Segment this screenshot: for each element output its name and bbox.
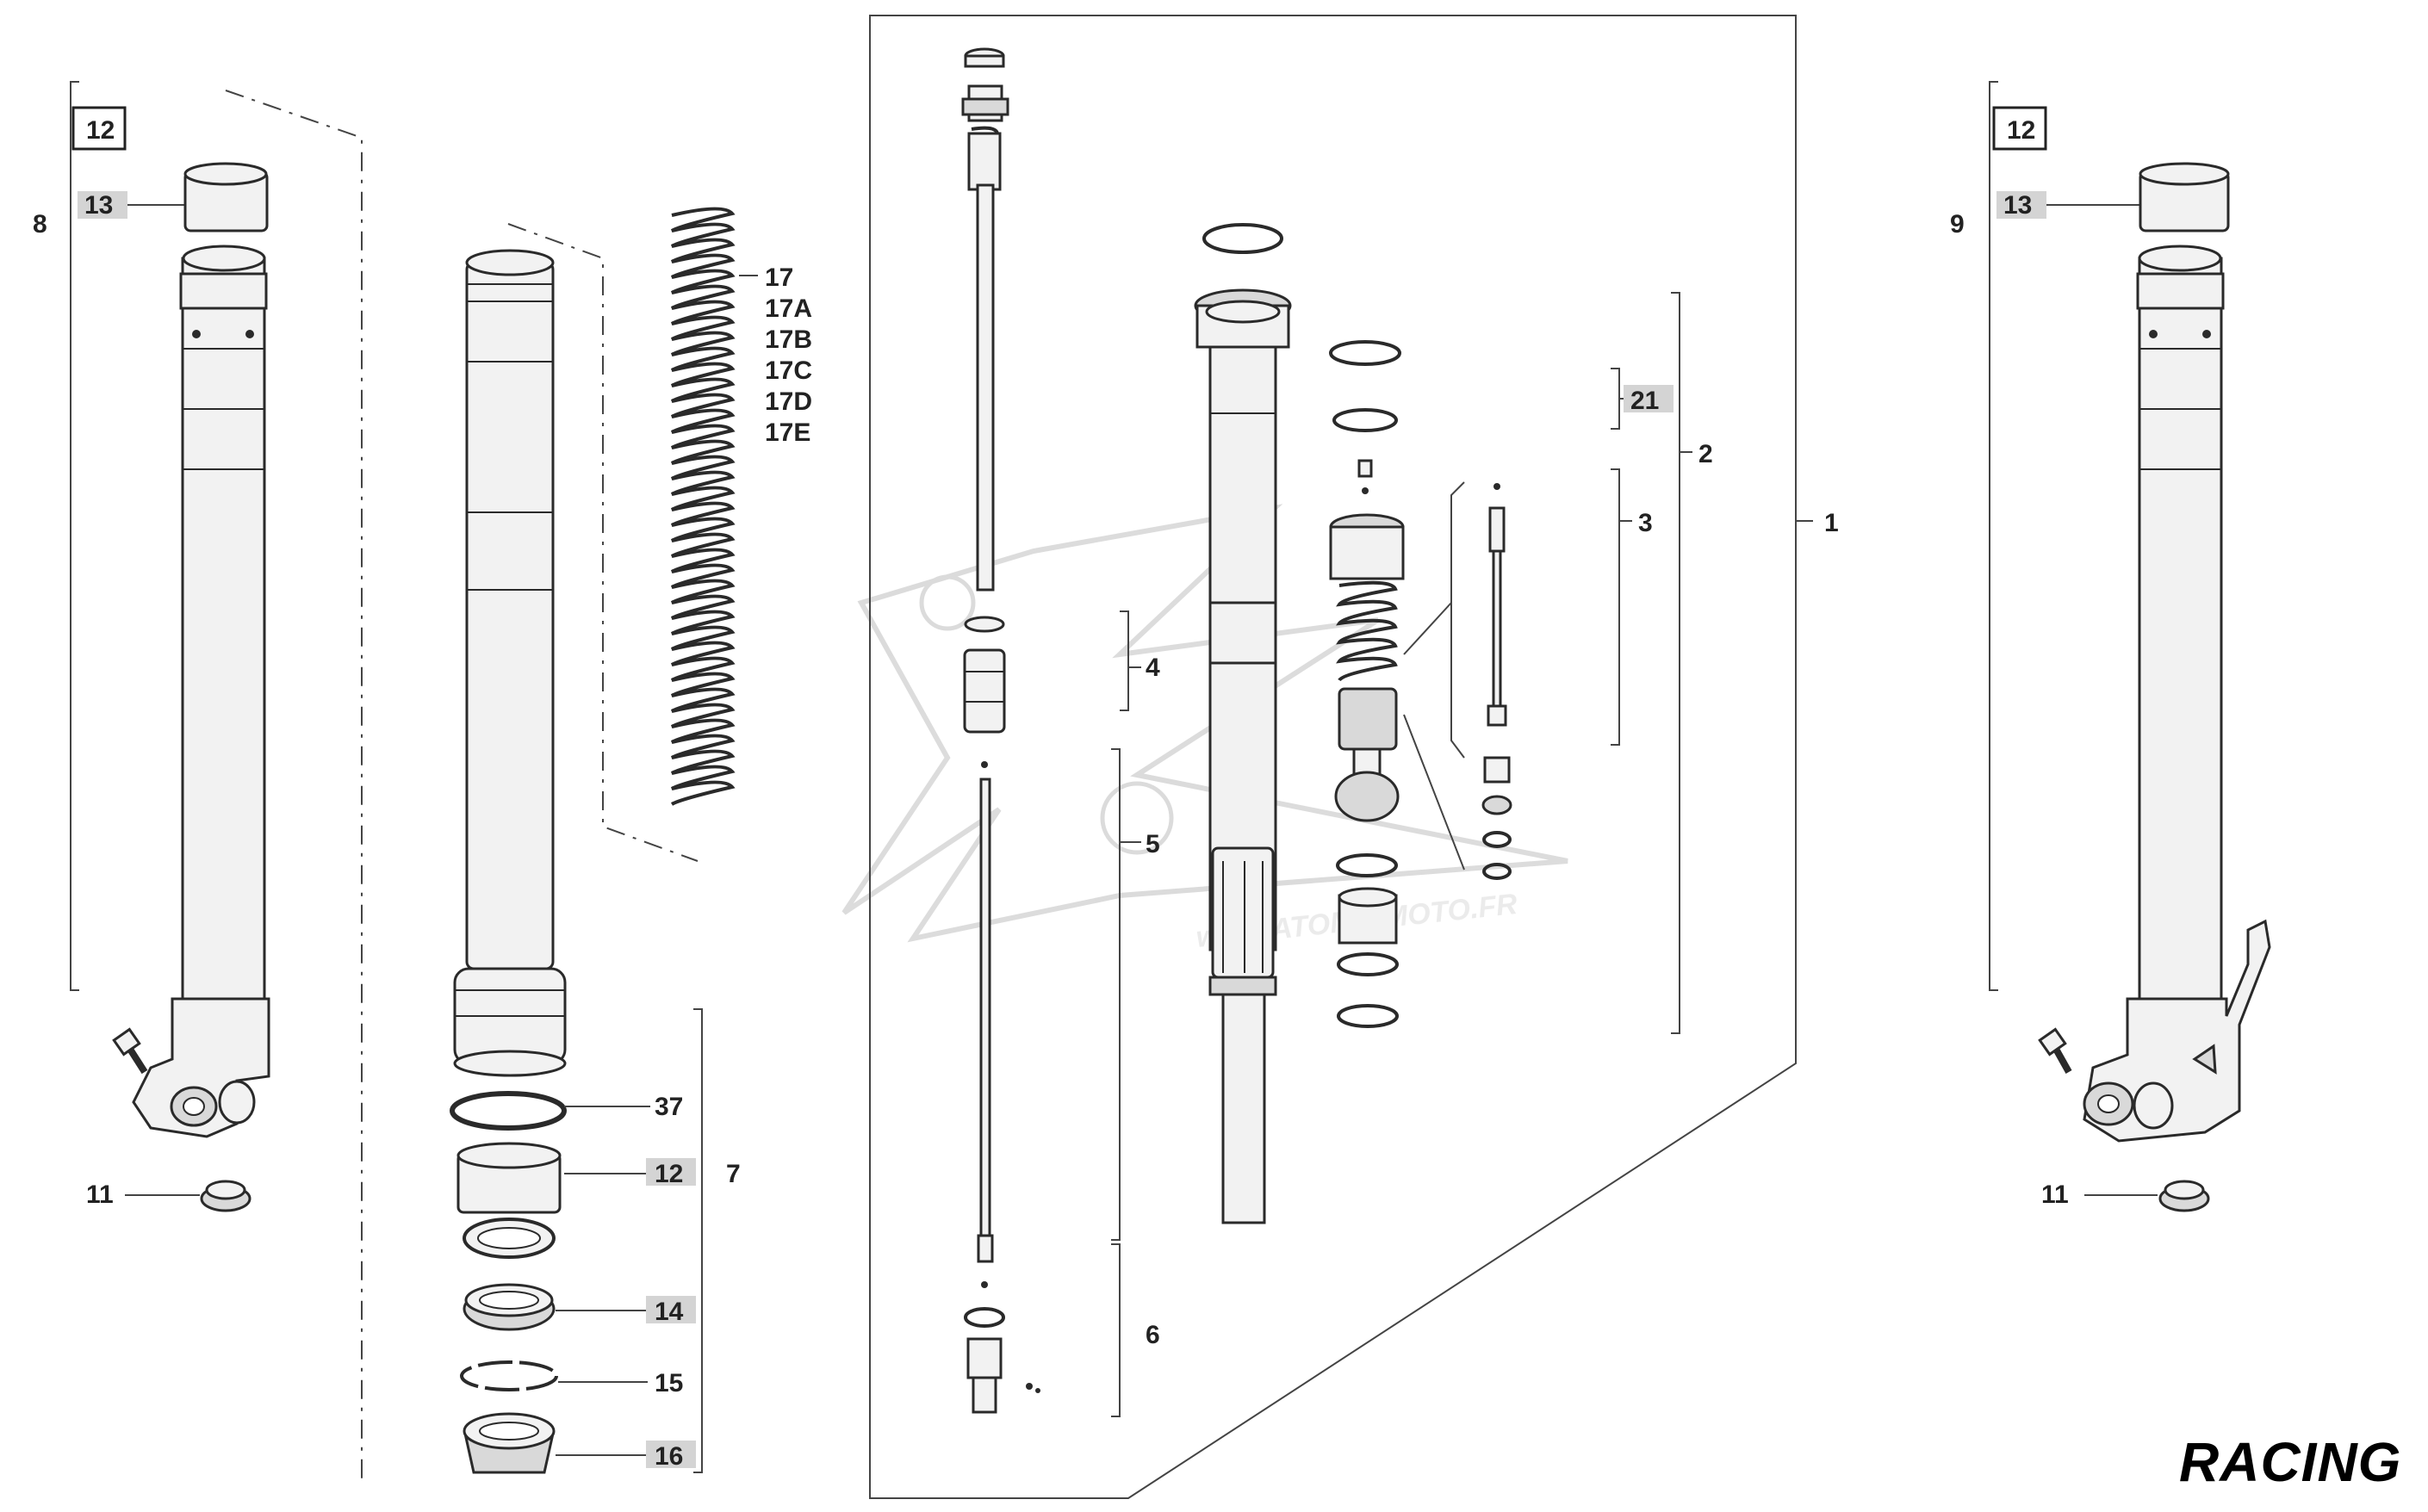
cartridge-callouts: 21 2 3 1 [1611,292,1839,1034]
callout-1: 1 [1824,509,1839,537]
callout-right-13: 13 [2003,191,2032,220]
callout-left-12: 12 [86,116,115,145]
callout-4: 4 [1146,654,1160,682]
watermark-logo: www.ATOMICMOTO.FR [841,504,1568,954]
adjuster-group [1403,481,1512,880]
washer-icon [463,1218,556,1259]
cartridge-rod-icon [976,183,995,592]
callout-inner-12: 12 [655,1160,683,1188]
callout-17e: 17E [765,418,810,447]
callout-17d: 17D [765,387,812,416]
callout-17b: 17B [765,325,812,354]
callout-17c: 17C [765,356,812,385]
callout-right-11: 11 [2041,1180,2069,1209]
callout-17a: 17A [765,294,812,323]
base-valve-icon [964,1307,1040,1414]
callout-5: 5 [1146,830,1160,858]
callout-6: 6 [1146,1321,1160,1349]
callout-right-12: 12 [2007,116,2035,145]
inner-tube-group: 37 12 7 14 15 [450,223,741,1474]
retaining-clip-icon [460,1360,558,1391]
axle-foot-icon [132,997,270,1138]
drain-screw-icon [2158,1180,2210,1212]
oil-seal-icon [463,1283,556,1331]
bushing-icon [183,162,269,232]
right-outer-leg-group: 12 13 9 11 [1950,81,2271,1212]
callout-left-13: 13 [84,191,113,220]
cartridge-body-group [1194,223,1292,1224]
cartridge-cap-icon [1194,288,1292,349]
axle-bolt-icon [112,1027,148,1075]
callout-left-11: 11 [86,1180,114,1209]
piston-stack-group [1329,340,1405,1028]
callout-2: 2 [1698,440,1713,468]
callout-14: 14 [655,1298,684,1326]
racing-badge: RACING [2179,1431,2401,1493]
left-outer-leg-group: 12 13 8 [33,81,363,1481]
callout-16: 16 [655,1442,683,1471]
fork-inner-tube-icon [453,249,567,1077]
fork-spring-group: 17 17A 17B 17C 17D 17E [670,207,812,806]
callout-box-12-right [1992,106,2047,151]
axle-foot-icon [2083,919,2271,1143]
bushing-icon [456,1142,562,1214]
drain-screw-icon [200,1180,251,1212]
bushing-icon [2139,162,2230,232]
callout-3: 3 [1638,509,1653,537]
callout-box-12 [71,106,127,151]
callout-21: 21 [1630,387,1659,415]
fork-outer-tube-icon [2136,245,2225,1009]
circlip-icon [450,1091,567,1131]
callout-7: 7 [726,1160,741,1188]
cartridge-frame [869,15,1797,1499]
cartridge-rod-group: 4 5 6 [961,47,1160,1417]
callout-37: 37 [655,1093,683,1121]
axle-bolt-icon [2038,1027,2072,1074]
adjuster-rod-icon [1492,549,1502,708]
compression-valve-icon [963,616,1006,734]
top-nut-icon [964,47,1005,68]
fork-spring-icon [670,207,736,806]
callout-left-8: 8 [33,210,47,239]
damper-head-icon [961,84,1009,191]
callout-15: 15 [655,1369,683,1397]
callout-17: 17 [765,263,793,292]
dust-seal-icon [463,1412,556,1474]
guide-bushing-icon [1338,887,1398,945]
fork-outer-tube-icon [179,245,268,1009]
rebound-rod-icon [979,778,991,1237]
callout-right-9: 9 [1950,210,1965,239]
mid-valve-icon [1329,513,1405,822]
